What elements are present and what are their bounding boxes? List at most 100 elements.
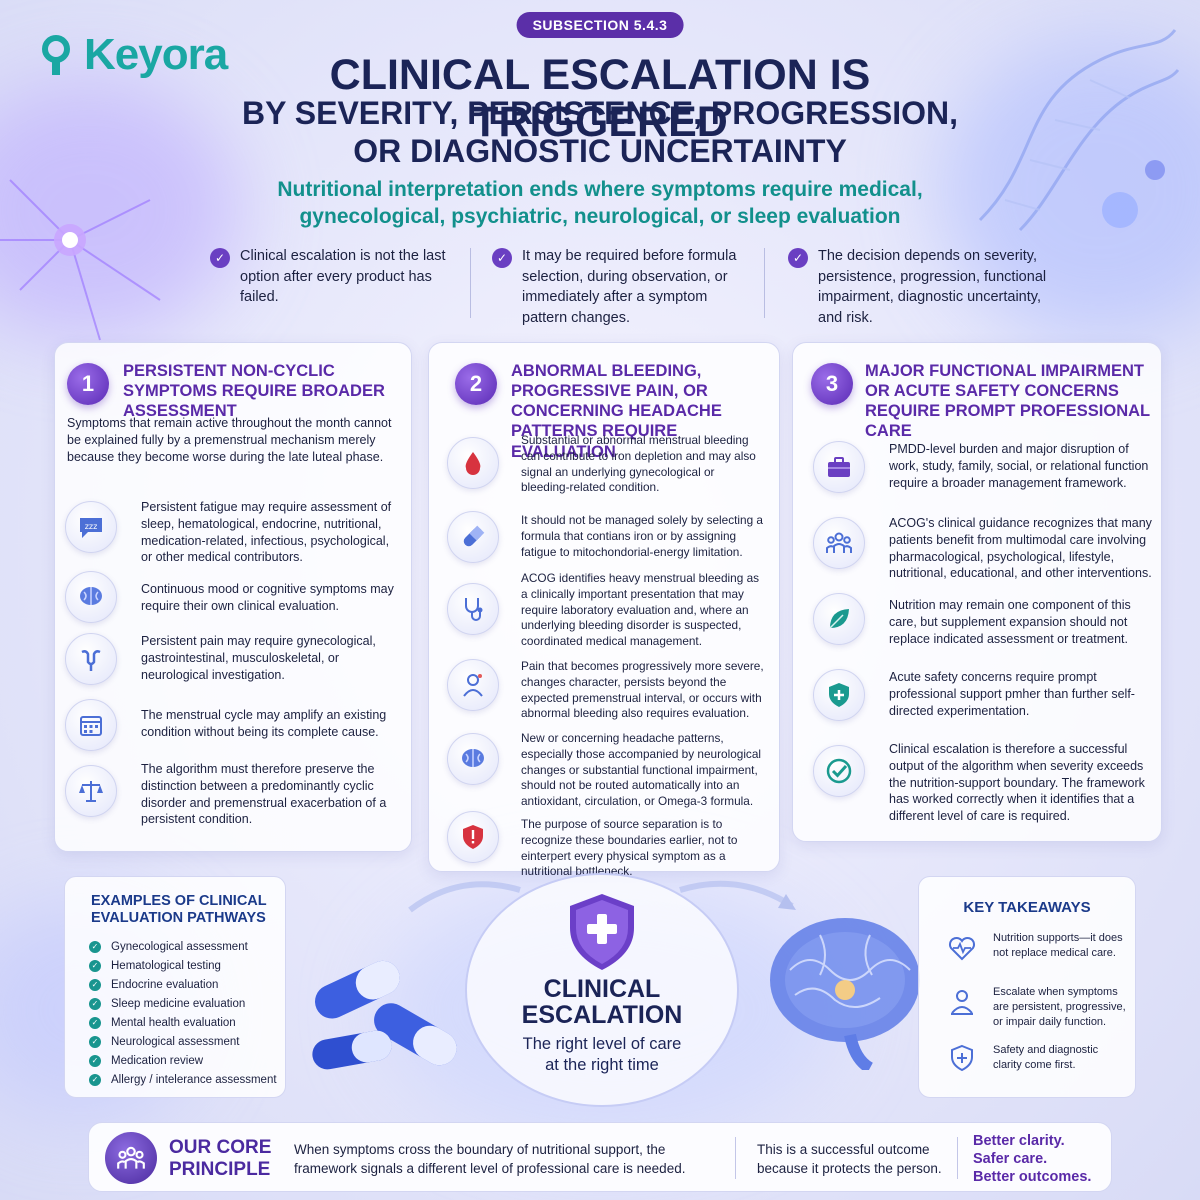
check-icon: ✓ xyxy=(89,997,101,1010)
principle-outcomes: Better clarity. Safer care. Better outco… xyxy=(973,1132,1091,1186)
dna-illustration xyxy=(978,29,1180,232)
outcome-line: Better clarity. xyxy=(973,1133,1065,1149)
capsule-icon xyxy=(447,511,499,563)
list-item: ✓ Sleep medicine evaluation xyxy=(89,994,277,1013)
card-row-text: Nutrition may remain one component of th… xyxy=(889,598,1131,646)
check-icon: ✓ xyxy=(89,940,101,953)
list-item-label: Sleep medicine evaluation xyxy=(111,997,246,1010)
examples-panel: EXAMPLES OF CLINICAL EVALUATION PATHWAYS… xyxy=(64,876,286,1098)
page-title-line-3: OR DIAGNOSTIC UNCERTAINTY xyxy=(353,133,847,169)
list-item-label: Gynecological assessment xyxy=(111,940,248,953)
principle-outcome-text: This is a successful outcome because it … xyxy=(757,1142,942,1176)
principle-title: OUR CORE PRINCIPLE xyxy=(169,1137,279,1181)
card-row-text: Clinical escalation is therefore a succe… xyxy=(889,742,1145,823)
card-row-text: Substantial or abnormal menstrual bleedi… xyxy=(521,433,756,495)
page-title-line-2: BY SEVERITY, PERSISTENCE, PROGRESSION, xyxy=(241,95,959,131)
pain-person-icon xyxy=(447,659,499,711)
core-principle-bar: OUR CORE PRINCIPLE When symptoms cross t… xyxy=(88,1122,1112,1192)
list-item-label: Allergy / intelerance assessment xyxy=(111,1073,277,1086)
check-icon: ✓ xyxy=(89,1073,101,1086)
neuron-illustration xyxy=(0,179,161,341)
list-item-label: Endocrine evaluation xyxy=(111,978,219,991)
card-functional-impairment: 3 MAJOR FUNCTIONAL IMPAIRMENT OR ACUTE S… xyxy=(792,342,1162,842)
uterus-icon xyxy=(65,633,117,685)
examples-list: ✓ Gynecological assessment ✓Hematological… xyxy=(89,937,277,1089)
examples-title: EXAMPLES OF CLINICAL EVALUATION PATHWAYS xyxy=(91,893,267,927)
briefcase-icon xyxy=(813,441,865,493)
intro-text: The decision depends on severity, persis… xyxy=(818,248,1047,326)
card-title: PERSISTENT NON-CYCLIC SYMPTOMS REQUIRE B… xyxy=(123,362,385,421)
intro-point: ✓ It may be required before formula sele… xyxy=(492,246,752,328)
warning-shield-icon xyxy=(447,811,499,863)
brain-illustration xyxy=(770,918,920,1070)
check-circle-icon xyxy=(813,745,865,797)
principle-title-line-1: OUR CORE xyxy=(169,1137,272,1158)
stethoscope-icon xyxy=(447,583,499,635)
shield-plus-icon xyxy=(951,1044,973,1072)
card-row-text: Persistent fatigue may require assessmen… xyxy=(141,500,392,565)
brain-icon xyxy=(65,571,117,623)
check-icon: ✓ xyxy=(492,248,512,268)
team-icon xyxy=(813,517,865,569)
check-icon: ✓ xyxy=(89,978,101,991)
card-title: ABNORMAL BLEEDING, PROGRESSIVE PAIN, OR … xyxy=(511,362,722,461)
heartbeat-icon xyxy=(948,936,976,961)
page-title-line-1: CLINICAL ESCALATION IS TRIGGERED xyxy=(329,51,871,147)
brand-logo: Keyora xyxy=(38,30,228,80)
takeaway-text: Escalate when symptoms are persistent, p… xyxy=(993,986,1126,1028)
check-icon: ✓ xyxy=(210,248,230,268)
capsules-illustration xyxy=(312,960,457,1070)
leaf-icon xyxy=(813,593,865,645)
key-takeaways-title: KEY TAKEAWAYS xyxy=(963,899,1091,916)
principle-title-line-2: PRINCIPLE xyxy=(169,1158,271,1180)
list-item-label: Neurological assessment xyxy=(111,1035,240,1048)
arrows-decoration xyxy=(408,880,796,913)
escalation-subtitle: The right level of care at the right tim… xyxy=(480,1034,724,1077)
card-abnormal-bleeding: 2 ABNORMAL BLEEDING, PROGRESSIVE PAIN, O… xyxy=(428,342,780,878)
list-item: ✓ Gynecological assessment xyxy=(89,937,277,956)
list-item: ✓ Allergy / intelerance assessment xyxy=(89,1070,277,1089)
person-icon xyxy=(951,990,973,1015)
card-row-text: Continuous mood or cognitive symptoms ma… xyxy=(141,582,394,613)
card-row-text: The menstrual cycle may amplify an exist… xyxy=(141,708,387,739)
card-row-text: Pain that becomes progressively more sev… xyxy=(521,659,764,721)
list-item: ✓ Medication review xyxy=(89,1051,277,1070)
sleep-icon: zzz xyxy=(65,501,117,553)
list-item: ✓Hematological testing xyxy=(89,956,277,975)
card-number: 2 xyxy=(455,363,497,405)
svg-text:zzz: zzz xyxy=(85,522,98,531)
brain-icon xyxy=(447,733,499,785)
check-icon: ✓ xyxy=(89,1016,101,1029)
scale-icon xyxy=(65,765,117,817)
card-lead-text: Symptoms that remain active throughout t… xyxy=(67,416,392,464)
intro-point: ✓ Clinical escalation is not the last op… xyxy=(210,246,460,308)
check-icon: ✓ xyxy=(89,1035,101,1048)
card-number: 1 xyxy=(67,363,109,405)
intro-text: It may be required before formula select… xyxy=(522,248,737,326)
subtitle-line-1: Nutritional interpretation ends where sy… xyxy=(277,178,923,201)
escalation-title: CLINICAL ESCALATION xyxy=(480,976,724,1029)
background-glow xyxy=(940,40,1200,340)
divider xyxy=(764,248,765,318)
calendar-icon xyxy=(65,699,117,751)
check-icon: ✓ xyxy=(89,1054,101,1067)
medical-shield-icon xyxy=(813,669,865,721)
card-row-text: New or concerning headache patterns, esp… xyxy=(521,731,762,809)
card-number: 3 xyxy=(811,363,853,405)
card-persistent-symptoms: 1 PERSISTENT NON-CYCLIC SYMPTOMS REQUIRE… xyxy=(54,342,412,852)
list-item: ✓ Neurological assessment xyxy=(89,1032,277,1051)
card-row-text: It should not be managed solely by selec… xyxy=(521,513,763,559)
key-takeaways-panel: KEY TAKEAWAYS Nutrition supports—it does… xyxy=(918,876,1136,1098)
list-item: ✓Mental health evaluation xyxy=(89,1013,277,1032)
divider xyxy=(957,1137,958,1179)
card-row-text: ACOG's clinical guidance recognizes that… xyxy=(889,516,1152,581)
principle-text: When symptoms cross the boundary of nutr… xyxy=(294,1142,686,1176)
escalation-title-line-2: ESCALATION xyxy=(521,1001,683,1030)
outcome-line: Safer care. xyxy=(973,1151,1048,1168)
card-row-text: Persistent pain may require gynecologica… xyxy=(141,634,376,682)
list-item-label: Medication review xyxy=(111,1054,204,1067)
divider xyxy=(470,248,471,318)
takeaway-text: Nutrition supports—it does not replace m… xyxy=(993,932,1123,959)
keyhole-logo-icon xyxy=(38,33,82,77)
intro-point: ✓ The decision depends on severity, pers… xyxy=(788,246,1048,328)
